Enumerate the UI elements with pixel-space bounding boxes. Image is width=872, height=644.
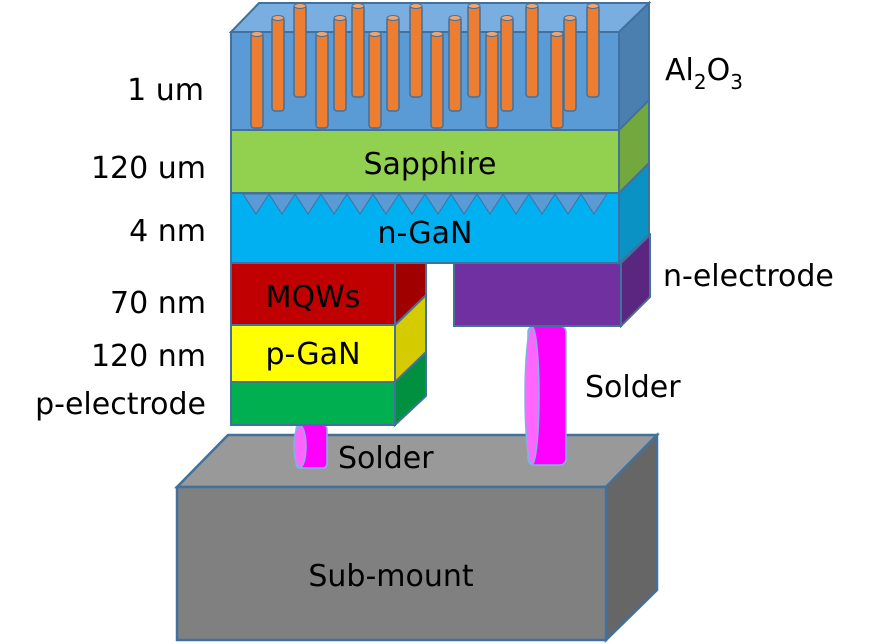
nanorod-top — [250, 31, 264, 37]
ngan-label: n-GaN — [377, 216, 472, 251]
solder-left — [293, 424, 328, 469]
p-electrode-label: p-electrode — [35, 387, 206, 422]
nanorod-top — [386, 15, 400, 21]
nanorod — [448, 16, 462, 112]
nanorod — [500, 16, 514, 112]
nanorod — [386, 16, 400, 112]
al2o3-label: Al2O3 — [665, 53, 743, 94]
sapphire-layer: Sapphire — [230, 97, 650, 196]
nanorod-top — [368, 31, 382, 37]
solder-left-label: Solder — [338, 441, 434, 476]
ngan-texture-triangles — [242, 193, 608, 215]
solder-left-face — [293, 424, 307, 469]
al2o3-layer — [228, 0, 652, 133]
n-electrode-label: n-electrode — [663, 259, 834, 294]
thickness-sapphire-label: 120 um — [91, 151, 206, 186]
mesa-left: p-GaN MQWs — [230, 262, 427, 428]
pelectrode-front-face — [230, 381, 396, 426]
ngan-front-face — [230, 192, 620, 264]
nelectrode-block — [453, 232, 651, 329]
al2o3-label-o: O — [707, 53, 731, 88]
pgan-label: p-GaN — [265, 337, 360, 372]
nanorod — [315, 32, 329, 129]
nanorod-top — [448, 15, 462, 21]
solder-right — [524, 325, 567, 466]
ngan-layer: n-GaN — [230, 160, 650, 266]
nanorod — [485, 32, 499, 129]
thickness-pgan-label: 120 nm — [91, 339, 206, 374]
thickness-mqws-label: 70 nm — [110, 286, 206, 321]
al2o3-label-al: Al — [665, 53, 694, 88]
nanorod — [333, 16, 347, 112]
sapphire-front-face — [230, 129, 620, 194]
nanorod — [351, 4, 365, 98]
submount-front-face — [175, 485, 608, 642]
nanorod — [430, 32, 444, 129]
mqws-label: MQWs — [266, 280, 361, 315]
nanorod-top — [333, 15, 347, 21]
nanorod — [409, 4, 423, 98]
nelectrode-front-face — [453, 262, 622, 327]
sapphire-label: Sapphire — [364, 147, 497, 182]
al2o3-label-sub2: 2 — [694, 70, 707, 94]
nanorod — [250, 32, 264, 129]
nanorod-top — [485, 31, 499, 37]
nanorod-top — [525, 3, 539, 9]
nanorod — [563, 16, 577, 112]
nanorods — [250, 3, 600, 129]
nanorod — [368, 32, 382, 129]
nanorod-top — [315, 31, 329, 37]
nanorod — [271, 16, 285, 112]
thickness-ngan-label: 4 nm — [129, 214, 206, 249]
thickness-al2o3-label: 1 um — [127, 73, 204, 108]
nanorod-top — [293, 3, 307, 9]
nanorod-top — [550, 31, 564, 37]
pgan-front-face — [230, 324, 396, 383]
nanorod-top — [351, 3, 365, 9]
nanorod-top — [586, 3, 600, 9]
nanorod — [467, 4, 481, 98]
nanorod-top — [563, 15, 577, 21]
solder-right-label: Solder — [585, 370, 681, 405]
mqws-front-face — [230, 262, 396, 326]
submount-label: Sub-mount — [308, 559, 474, 594]
nanorod — [550, 32, 564, 129]
nanorod-top — [271, 15, 285, 21]
nanorod-top — [467, 3, 481, 9]
nanorod — [586, 4, 600, 98]
nanorod — [293, 4, 307, 98]
nanorod-top — [430, 31, 444, 37]
nanorod-top — [409, 3, 423, 9]
al2o3-label-sub3: 3 — [730, 70, 743, 94]
solder-right-face — [524, 325, 540, 466]
nanorod — [525, 4, 539, 98]
nanorod-top — [500, 15, 514, 21]
